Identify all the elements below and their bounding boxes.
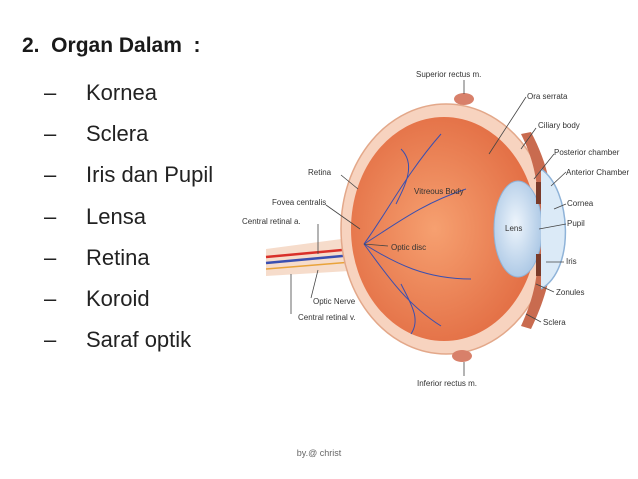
list-item: – Iris dan Pupil (44, 155, 213, 196)
list-item: – Kornea (44, 72, 213, 113)
label-inferior-rectus: Inferior rectus m. (417, 379, 477, 388)
label-lens: Lens (505, 224, 522, 233)
eye-anatomy-diagram: Superior rectus m. Ora serrata Ciliary b… (242, 70, 629, 388)
cornea (540, 168, 567, 290)
label-fovea-centralis: Fovea centralis (272, 198, 326, 207)
organ-list: – Kornea – Sclera – Iris dan Pupil – Lensa –… (44, 72, 213, 361)
label-anterior-chamber: Anterior Chamber (566, 168, 629, 177)
bullet-dash: – (44, 79, 57, 105)
label-superior-rectus: Superior rectus m. (416, 70, 481, 79)
label-optic-nerve: Optic Nerve (313, 297, 356, 306)
label-cornea: Cornea (567, 199, 594, 208)
list-item-text: Saraf optik (86, 327, 192, 353)
label-optic-disc: Optic disc (391, 243, 426, 252)
label-posterior-chamber: Posterior chamber (554, 148, 620, 157)
label-pupil: Pupil (567, 219, 585, 228)
leader-lines (290, 80, 567, 376)
list-item-text: Lensa (86, 203, 146, 229)
label-iris: Iris (566, 257, 577, 266)
retinal-vessels (363, 133, 472, 335)
slide-heading: 2. Organ Dalam : (22, 34, 201, 57)
bullet-dash: – (44, 203, 57, 229)
label-ciliary-body: Ciliary body (538, 121, 580, 130)
list-item-text: Iris dan Pupil (86, 162, 214, 188)
bullet-dash: – (44, 286, 57, 312)
list-item: – Retina (44, 237, 213, 278)
bullet-dash: – (44, 120, 57, 146)
label-central-retinal-artery: Central retinal a. (242, 217, 301, 226)
vitreous-body (351, 117, 537, 341)
list-item-text: Retina (86, 244, 150, 270)
label-vitreous-body: Vitreous Body (414, 187, 464, 196)
label-zonules: Zonules (556, 288, 584, 297)
bullet-dash: – (44, 162, 57, 188)
label-sclera: Sclera (543, 318, 566, 327)
inferior-rectus-muscle (452, 350, 472, 362)
superior-rectus-muscle (454, 93, 474, 105)
list-item: – Koroid (44, 278, 213, 319)
list-item-text: Kornea (86, 79, 157, 105)
label-ora-serrata: Ora serrata (527, 92, 568, 101)
label-retina: Retina (308, 168, 332, 177)
list-item: – Saraf optik (44, 320, 213, 361)
list-item: – Lensa (44, 196, 213, 237)
label-central-retinal-vein: Central retinal v. (298, 313, 356, 322)
list-item-text: Koroid (86, 286, 150, 312)
list-item-text: Sclera (86, 120, 149, 146)
footer-credit: by.@ christ (296, 448, 342, 458)
bullet-dash: – (44, 244, 57, 270)
bullet-dash: – (44, 327, 57, 353)
list-item: – Sclera (44, 113, 213, 154)
